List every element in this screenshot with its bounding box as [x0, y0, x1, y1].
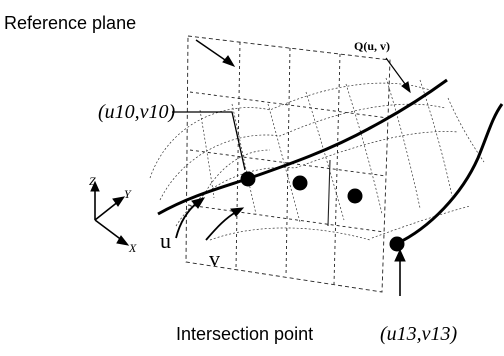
surface-grid-line [159, 103, 446, 201]
u-curve [157, 78, 448, 216]
surface-grid-line [175, 131, 459, 227]
z-axis-arrowhead [90, 180, 100, 192]
reference-plane-arrow-line [195, 39, 229, 63]
z-axis-label: Z [89, 174, 96, 188]
u-direction-label: u [160, 228, 171, 253]
sample-point [292, 175, 308, 191]
plane-axis-line [327, 159, 331, 227]
leader-lines [172, 39, 411, 296]
y-axis [94, 200, 120, 221]
x-axis-label: X [128, 241, 137, 255]
x-axis [94, 219, 124, 242]
x-axis-arrowhead [116, 235, 130, 246]
surface-grid-line [345, 83, 383, 215]
surface-wireframe [149, 77, 485, 241]
surface-point-label: Q(u, v) [354, 39, 390, 53]
surface-point-leader [385, 57, 409, 89]
surface-grid-line [419, 79, 453, 197]
point-u10-v10 [240, 171, 256, 187]
surface-grid-line [385, 77, 421, 209]
reference-plane-outline [185, 35, 391, 293]
surface-lower-edge [371, 205, 471, 239]
y-axis-arrowhead [112, 196, 126, 207]
boundary-curve [395, 103, 504, 246]
surface-point-arrowhead [401, 81, 411, 94]
surface-lower-edge [209, 227, 371, 241]
u-direction-arrowhead [191, 197, 206, 209]
v-direction-arrow [205, 211, 237, 241]
surface-grid-line [199, 109, 215, 199]
surface-grid-line [197, 149, 271, 207]
coordinate-axes [90, 180, 130, 246]
sample-point [347, 188, 363, 204]
reference-plane-arrowhead [222, 55, 236, 67]
u-direction-arrow [175, 201, 199, 239]
v-direction-arrowhead [230, 207, 245, 217]
y-axis-label: Y [124, 187, 132, 201]
point-u13-v13-label: (u13,v13) [380, 323, 458, 345]
point-u13-v13 [389, 236, 405, 252]
reference-plane-label: Reference plane [4, 13, 136, 33]
intersection-arrowhead [394, 248, 406, 262]
v-direction-label: v [209, 246, 220, 271]
surface-grid-line [305, 91, 345, 221]
reference-plane-vline [285, 47, 291, 277]
surface-grid-line [267, 103, 301, 223]
reference-plane [185, 35, 391, 293]
reference-plane-hline [187, 204, 385, 233]
reference-plane-vline [235, 41, 241, 269]
surface-grid-line [447, 97, 485, 163]
reference-plane-vline [333, 53, 341, 285]
point-u10-v10-label: (u10,v10) [98, 101, 176, 123]
surface-grid-line [231, 103, 257, 215]
intersection-point-caption: Intersection point [176, 324, 313, 344]
point-u10-v10-leader [172, 111, 246, 171]
